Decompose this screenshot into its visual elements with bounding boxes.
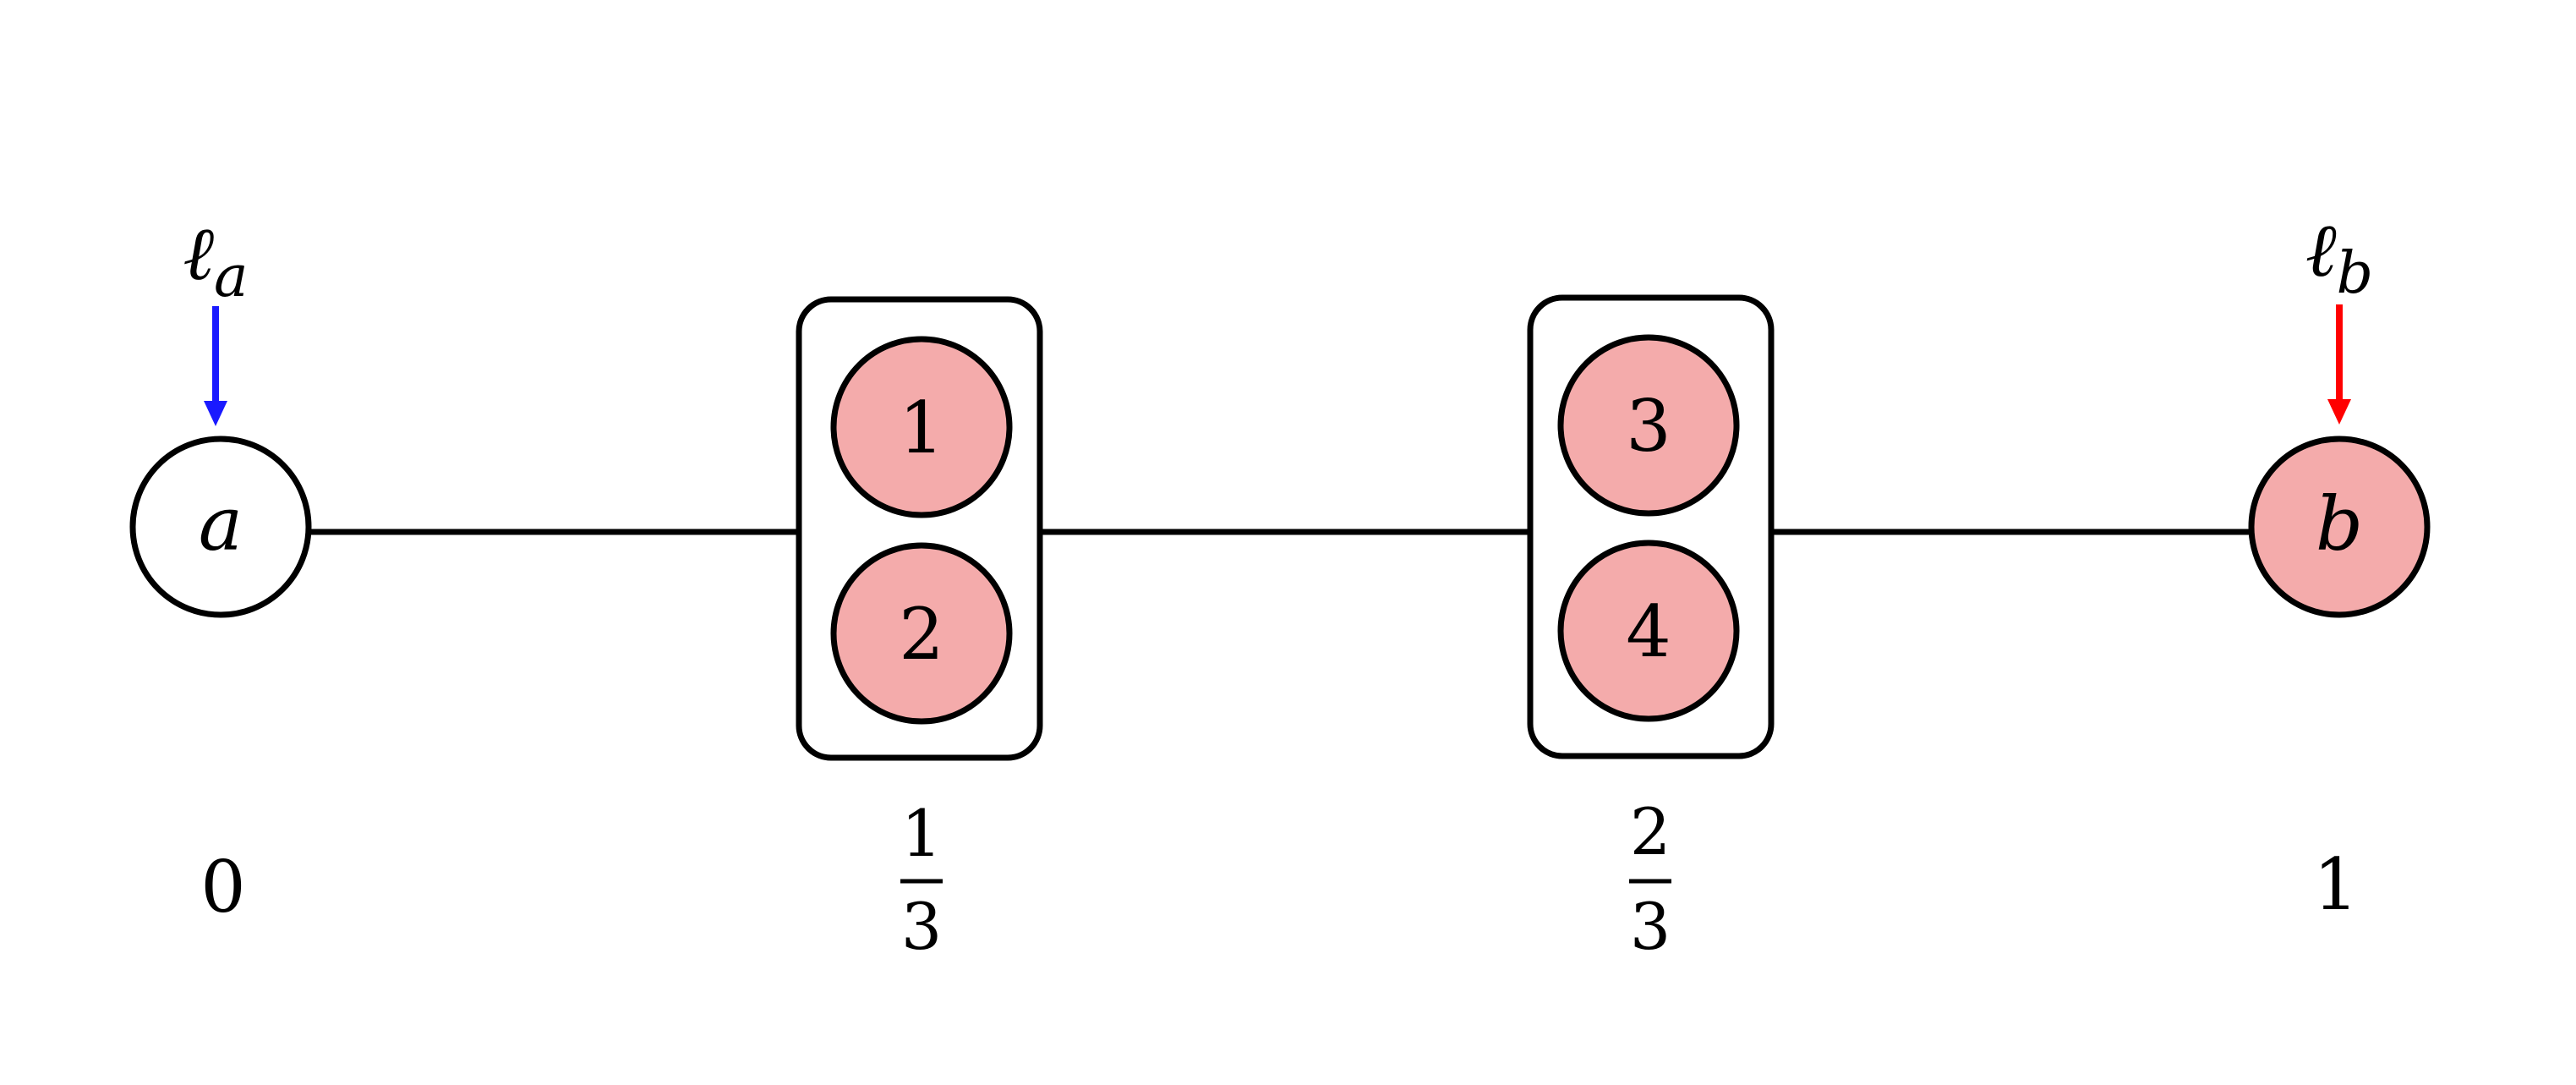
arrow-b-head [2327,399,2351,425]
position-group-1-denominator: 3 [901,889,942,964]
position-group-1-numerator: 1 [901,796,942,871]
group-1-node-bottom [830,542,1013,725]
position-group-2-numerator: 2 [1630,794,1671,869]
group-2-node-bottom [1557,540,1740,722]
position-label-a: 0 [200,846,245,929]
node-b-label: b [2316,480,2363,567]
position-label-group-1: 1 3 [900,796,943,964]
node-a-label: a [199,480,243,567]
node-b: b [2248,436,2431,618]
position-group-2-denominator: 3 [1630,889,1671,964]
group-2: 3 4 [1527,294,1775,759]
arrow-a-head [204,401,227,426]
position-label-group-2: 2 3 [1629,794,1671,964]
arrow-b-label: ℓb [2305,206,2373,307]
group-1-node-top-label: 1 [899,386,943,469]
position-label-b: 1 [2313,843,2358,926]
group-1-node-bottom-label: 2 [899,593,943,676]
arrow-a-label: ℓa [183,210,248,310]
group-1-node-top [830,336,1013,518]
group-2-node-top [1557,334,1740,517]
group-2-node-top-label: 3 [1626,385,1671,468]
node-a: a [129,436,312,618]
group-1: 1 2 [796,296,1043,761]
group-2-node-bottom-label: 4 [1626,590,1671,673]
